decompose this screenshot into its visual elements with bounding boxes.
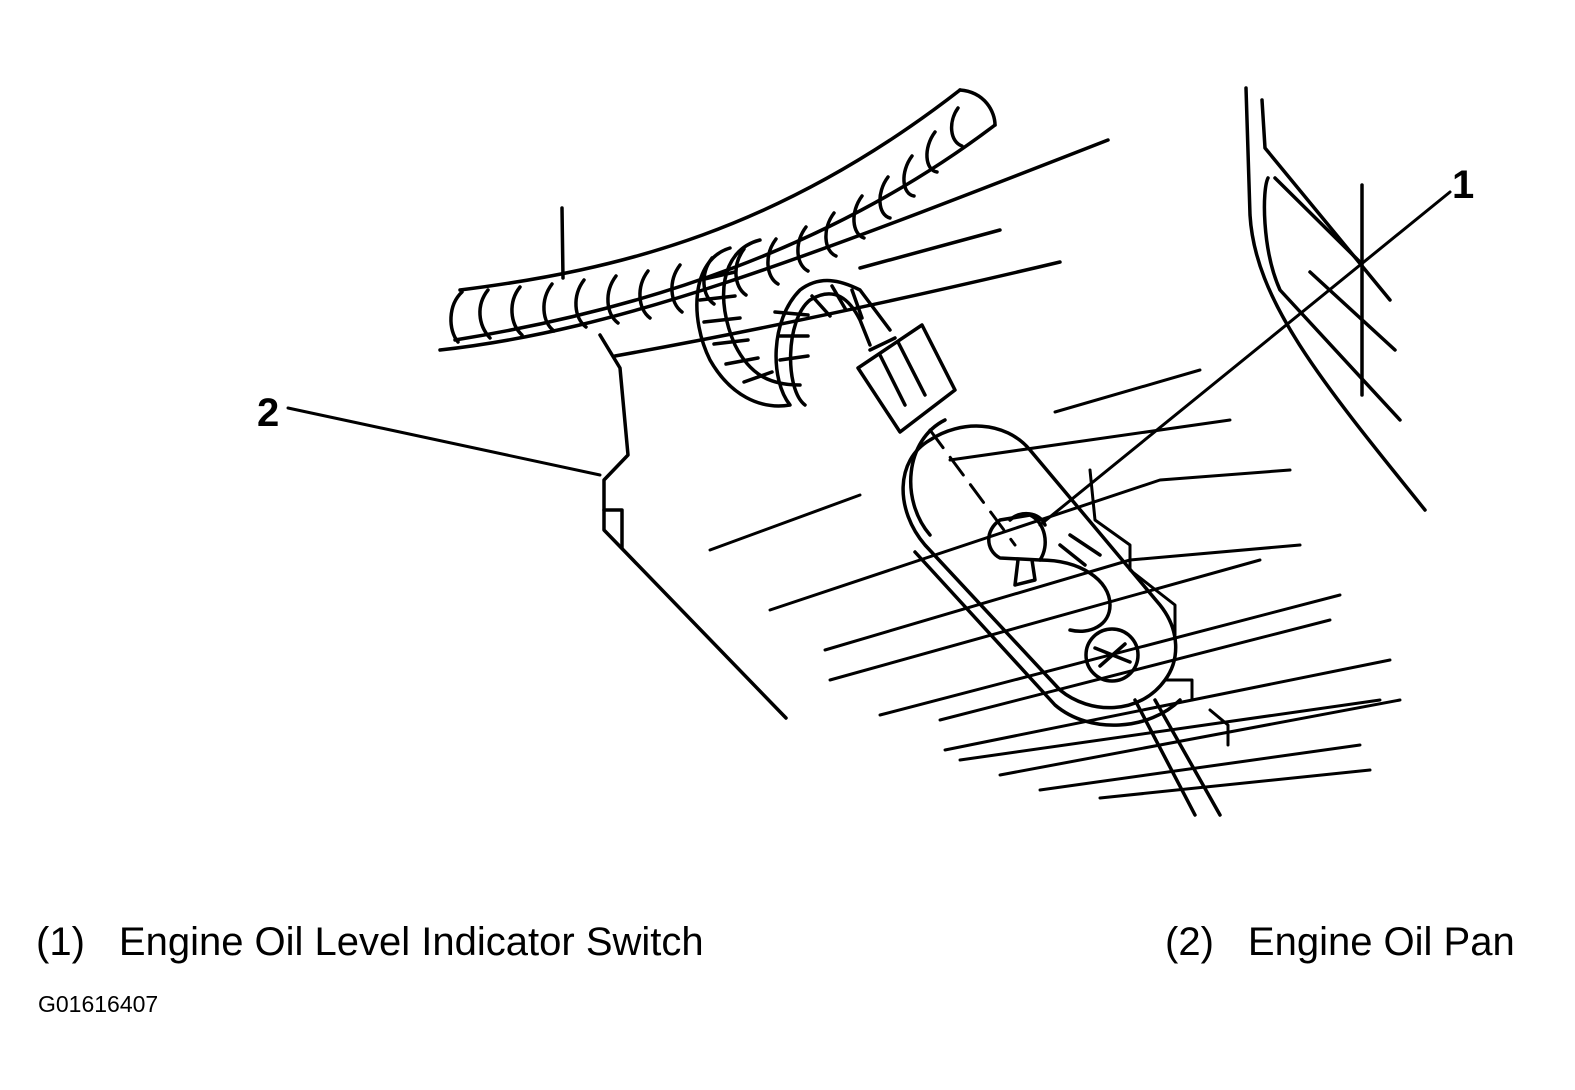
install-dashed-line [928,428,1017,547]
figure-id: G01616407 [38,991,159,1017]
oil-level-switch [987,512,1140,683]
harness-pigtail [695,238,892,408]
legend-item-2-number: (2) [1165,920,1214,964]
oil-pan-ribs [708,368,1402,800]
switch-pocket [901,418,1222,817]
legend-item-1-number: (1) [36,920,85,964]
callout-2-label: 2 [257,391,280,435]
callout-1-label: 1 [1452,163,1475,207]
callout-2-leader [286,406,602,477]
legend-item-2: (2) Engine Oil Pan [1165,922,1515,962]
legend-item-2-text: Engine Oil Pan [1247,920,1515,964]
legend-item-1: (1) Engine Oil Level Indicator Switch [36,922,704,962]
engine-casing-right [1244,86,1427,512]
legend-item-1-text: Engine Oil Level Indicator Switch [118,920,704,964]
switch-connector [856,323,957,434]
callout-1-leader [1038,190,1452,527]
rib-bosses [1088,468,1230,747]
wiring-harness [449,88,997,344]
oil-pan-diagram [286,86,1452,817]
